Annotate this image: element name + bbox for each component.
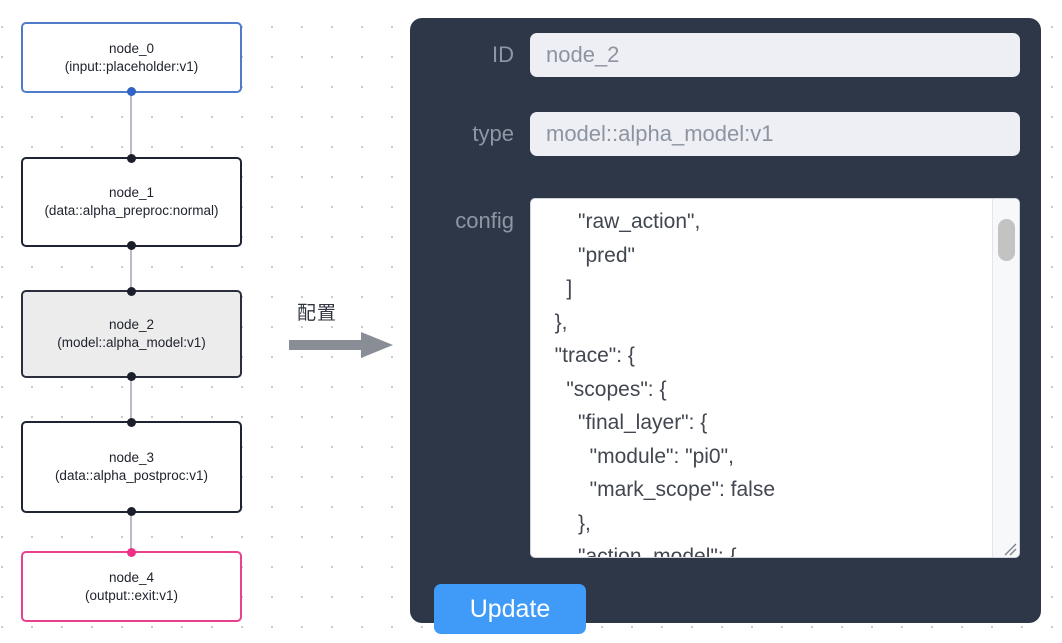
config-textarea[interactable]: "raw_action", "pred" ] }, "trace": { "sc… xyxy=(554,210,775,557)
config-field-row: config "raw_action", "pred" ] }, "trace"… xyxy=(410,198,1041,558)
graph-node-node_1[interactable]: node_1 (data::alpha_preproc:normal) xyxy=(21,154,242,250)
node-title: node_0 xyxy=(108,40,155,56)
config-scrollbar-thumb[interactable] xyxy=(998,219,1015,261)
config-scrollbar[interactable] xyxy=(992,199,1019,557)
node-subtitle: (output::exit:v1) xyxy=(84,587,179,603)
node-port-in[interactable] xyxy=(127,548,136,557)
node-port-out[interactable] xyxy=(127,372,136,381)
id-field-row: ID xyxy=(410,33,1041,77)
graph-node-node_3[interactable]: node_3 (data::alpha_postproc:v1) xyxy=(21,418,242,516)
node-subtitle: (data::alpha_preproc:normal) xyxy=(44,203,219,218)
arrow-label: 配置 xyxy=(297,302,338,324)
config-field-label: config xyxy=(455,208,514,233)
node-port-out[interactable] xyxy=(127,507,136,516)
node-title: node_2 xyxy=(108,317,155,333)
update-button[interactable]: Update xyxy=(434,584,586,634)
graph-node-node_2[interactable]: node_2 (model::alpha_model:v1) xyxy=(21,287,242,381)
node-title: node_3 xyxy=(108,450,155,466)
node-subtitle: (model::alpha_model:v1) xyxy=(57,335,206,350)
graph-node-node_0[interactable]: node_0 (input::placeholder:v1) xyxy=(21,22,242,96)
config-textarea-wrapper[interactable]: "raw_action", "pred" ] }, "trace": { "sc… xyxy=(530,198,1020,558)
edge-node0-node1 xyxy=(129,92,133,160)
node-title: node_1 xyxy=(108,185,155,201)
node-title: node_4 xyxy=(108,569,155,585)
configure-arrow-group: 配置 xyxy=(289,298,399,360)
edge-node1-node2 xyxy=(129,245,133,293)
node-subtitle: (input::placeholder:v1) xyxy=(64,58,199,74)
node-subtitle: (data::alpha_postproc:v1) xyxy=(54,468,209,483)
node-port-out[interactable] xyxy=(127,87,136,96)
graph-node-node_4[interactable]: node_4 (output::exit:v1) xyxy=(21,548,242,622)
edge-node2-node3 xyxy=(129,375,133,420)
type-input[interactable] xyxy=(530,112,1020,156)
type-field-label: type xyxy=(472,121,514,146)
right-arrow-icon xyxy=(289,332,393,358)
node-config-panel: ID type config "raw_action", "pred" ] },… xyxy=(410,18,1041,634)
id-field-label: ID xyxy=(492,42,514,67)
edge-node3-node4 xyxy=(129,511,133,551)
resize-grip-icon[interactable] xyxy=(1001,540,1017,556)
node-port-in[interactable] xyxy=(127,154,136,163)
node-port-in[interactable] xyxy=(127,287,136,296)
id-input[interactable] xyxy=(530,33,1020,77)
node-port-in[interactable] xyxy=(127,418,136,427)
type-field-row: type xyxy=(410,112,1041,156)
node-port-out[interactable] xyxy=(127,241,136,250)
